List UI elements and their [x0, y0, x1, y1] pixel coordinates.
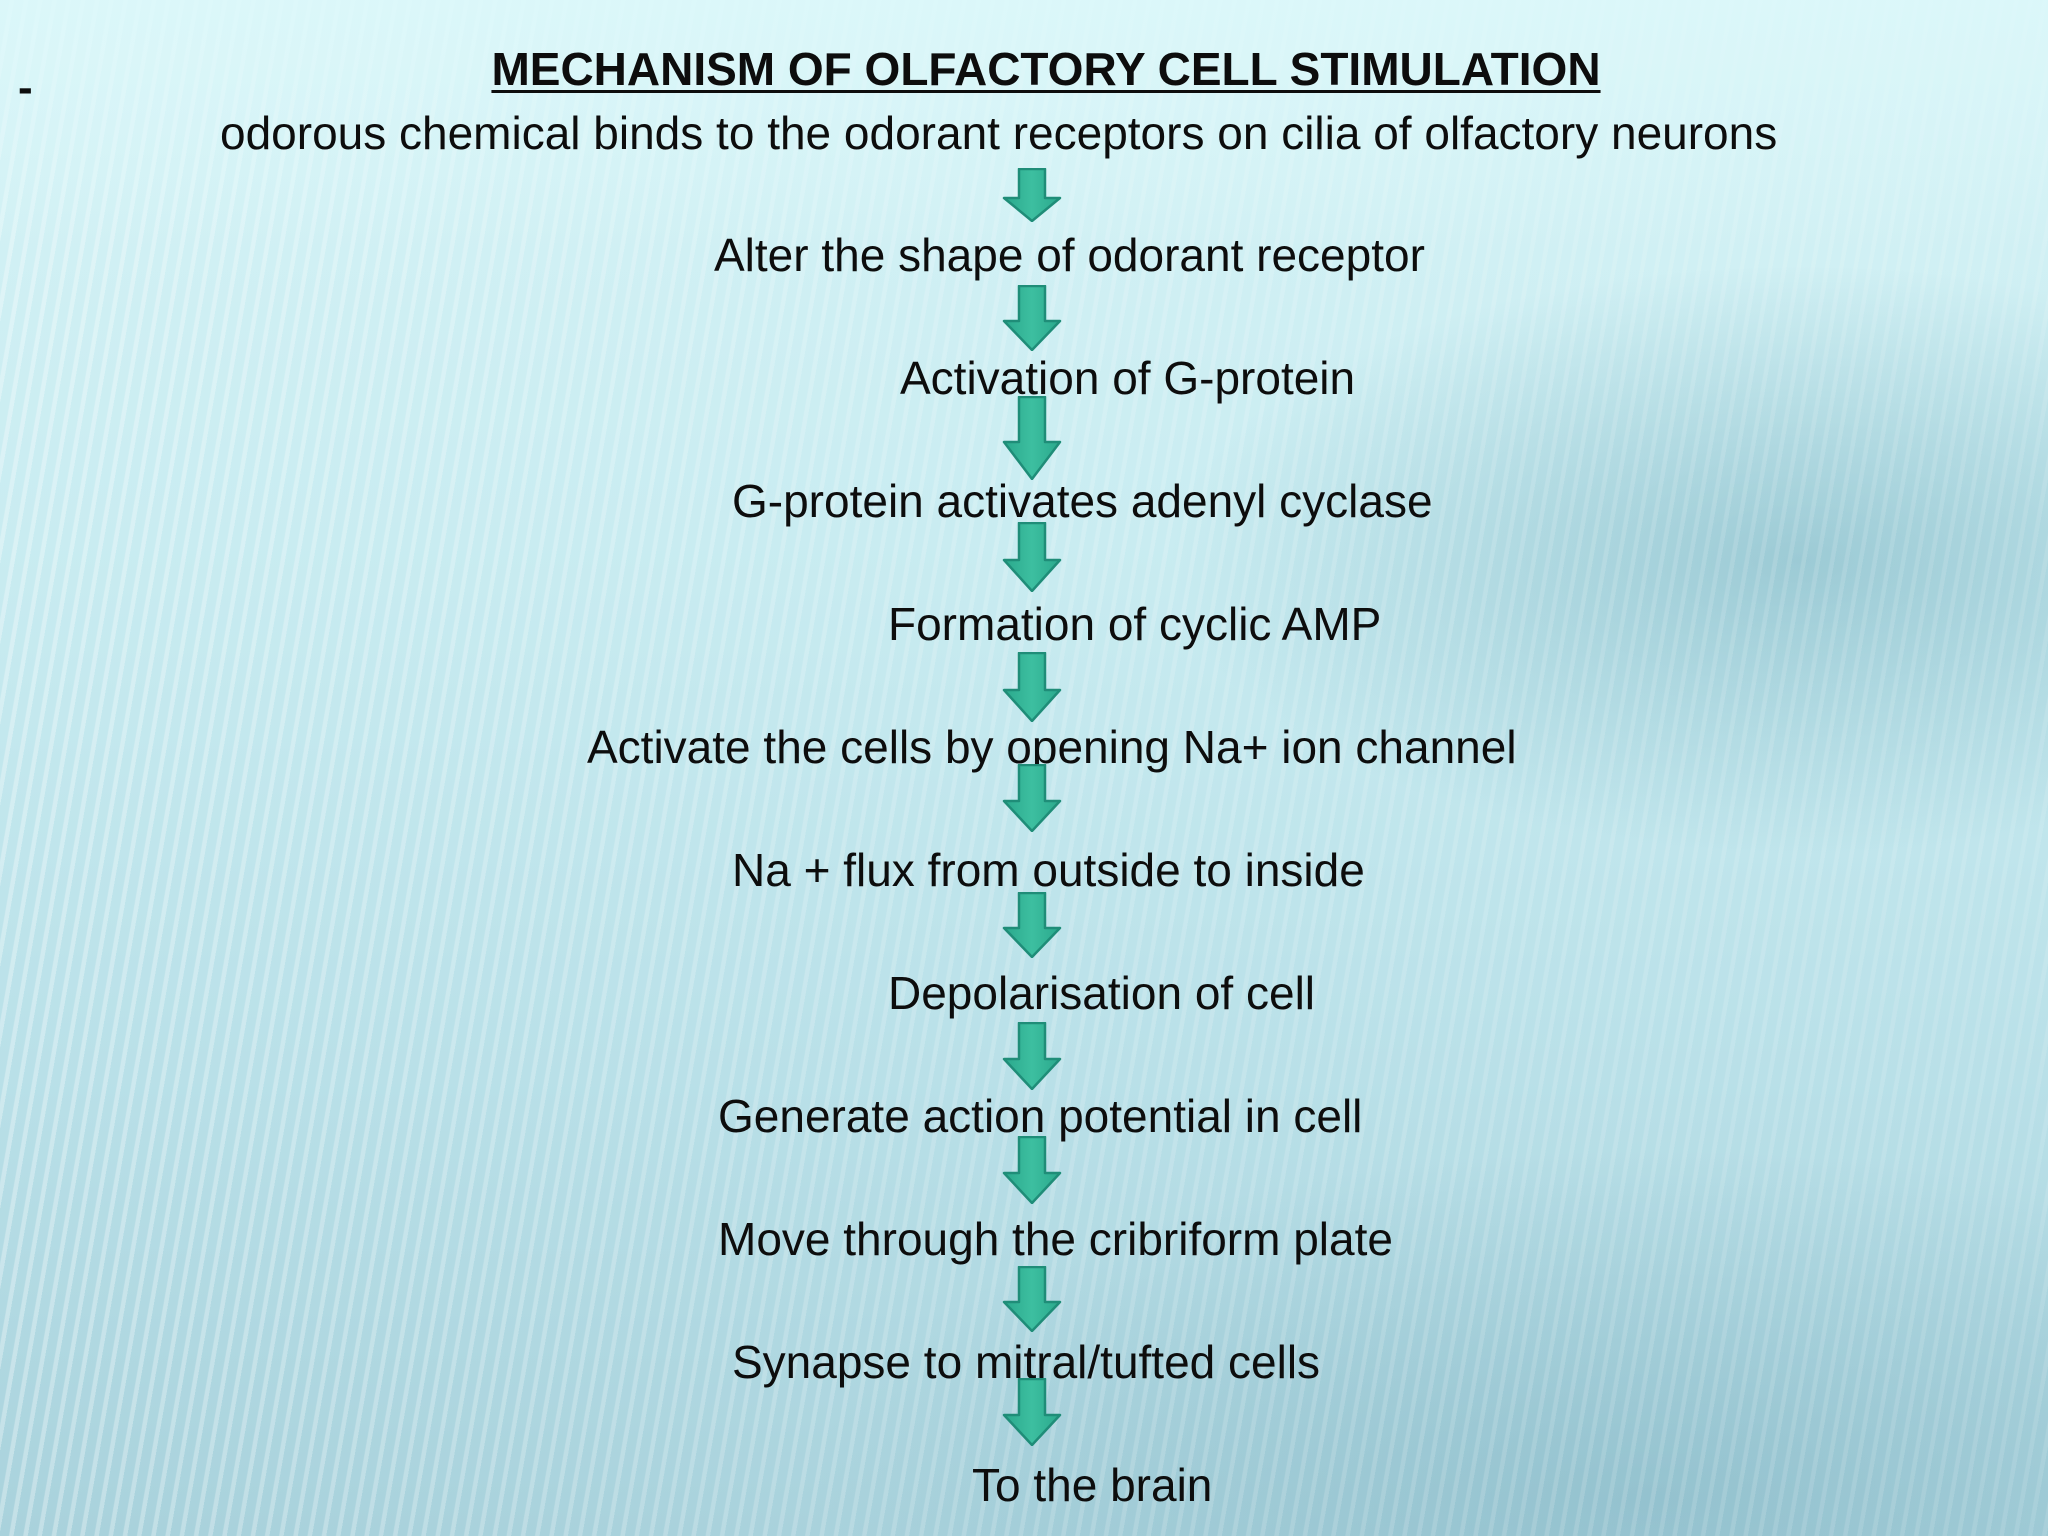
down-arrow-icon — [1002, 522, 1062, 592]
down-arrow-icon — [1002, 168, 1062, 222]
step-4: G-protein activates adenyl cyclase — [732, 475, 1433, 527]
down-arrow-icon — [1002, 396, 1062, 480]
slide-title: MECHANISM OF OLFACTORY CELL STIMULATION — [491, 43, 1601, 95]
step-3: Activation of G-protein — [900, 352, 1356, 404]
step-12: To the brain — [972, 1459, 1213, 1511]
down-arrow-icon — [1002, 764, 1062, 832]
step-5: Formation of cyclic AMP — [888, 598, 1382, 650]
step-2: Alter the shape of odorant receptor — [714, 229, 1425, 281]
down-arrow-icon — [1002, 1136, 1062, 1204]
step-8: Depolarisation of cell — [888, 967, 1316, 1019]
step-6: Activate the cells by opening Na+ ion ch… — [587, 721, 1517, 773]
step-7: Na + flux from outside to inside — [732, 844, 1365, 896]
bullet-marker: - — [18, 63, 33, 112]
down-arrow-icon — [1002, 652, 1062, 722]
down-arrow-icon — [1002, 1266, 1062, 1332]
step-9: Generate action potential in cell — [718, 1090, 1363, 1142]
down-arrow-icon — [1002, 1378, 1062, 1446]
step-11: Synapse to mitral/tufted cells — [732, 1336, 1321, 1388]
down-arrow-icon — [1002, 285, 1062, 351]
down-arrow-icon — [1002, 892, 1062, 958]
step-10: Move through the cribriform plate — [718, 1213, 1393, 1265]
down-arrow-icon — [1002, 1022, 1062, 1090]
step-1: odorous chemical binds to the odorant re… — [220, 107, 1778, 159]
